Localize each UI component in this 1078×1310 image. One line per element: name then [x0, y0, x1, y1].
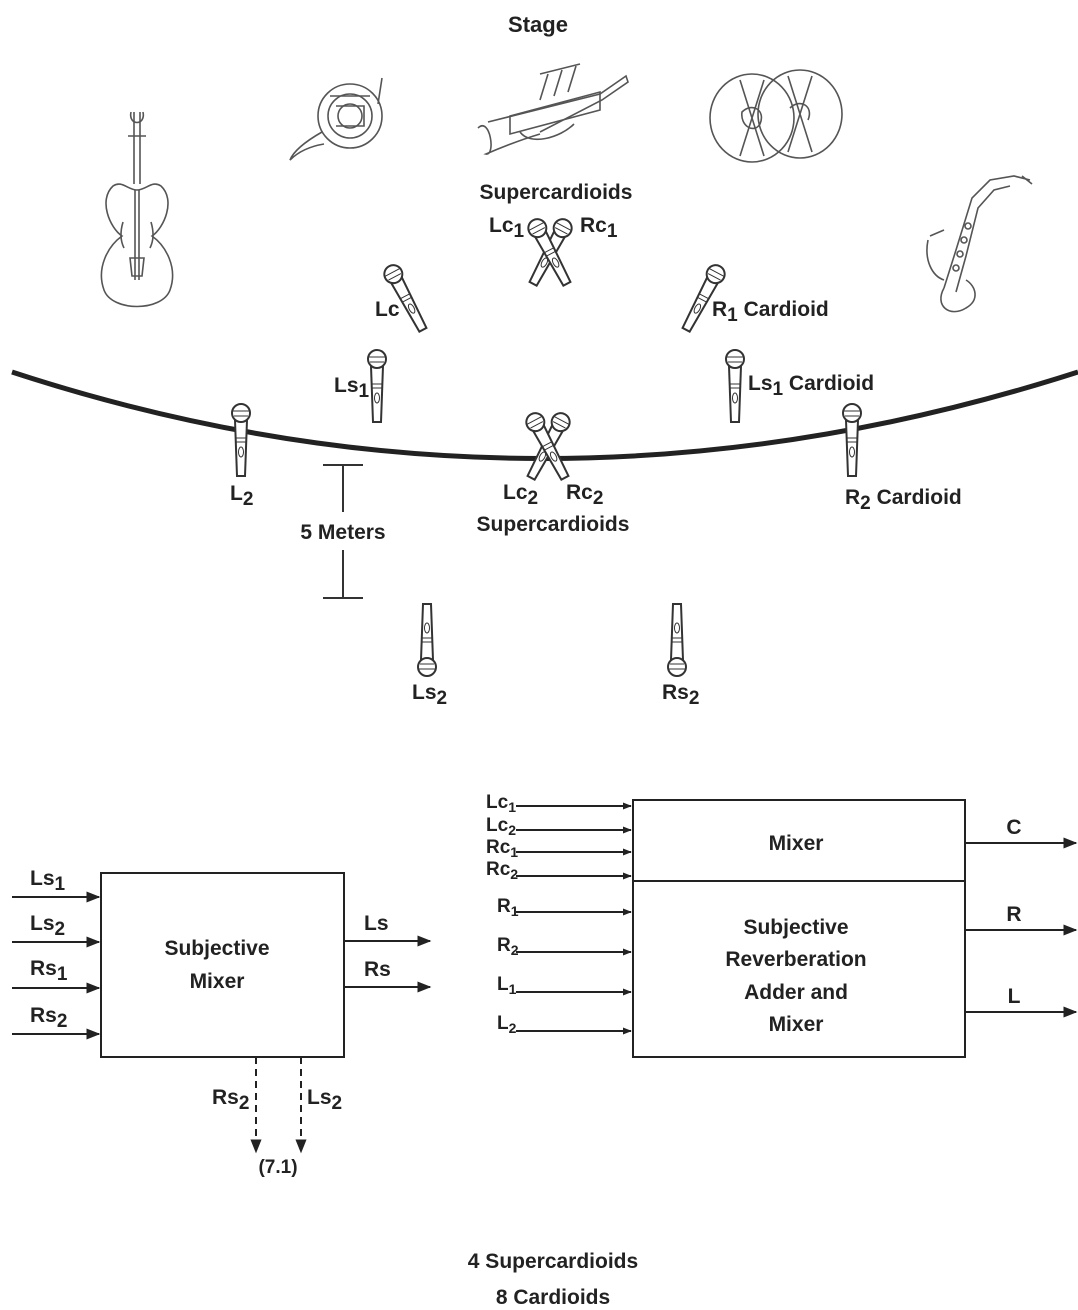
- microphone-ls2: [417, 603, 437, 677]
- distance-bracket: [323, 464, 363, 599]
- r1-cardioid-label: R1 Cardioid: [712, 298, 829, 326]
- right-input-label-rc1: Rc1: [486, 837, 518, 860]
- distance-label: 5 Meters: [300, 521, 385, 544]
- footer-line1: 4 Supercardioids: [468, 1250, 638, 1273]
- mixer-title: Mixer: [769, 832, 824, 855]
- right-input-label-r1: R1: [497, 896, 519, 919]
- left-input-label-2: Ls2: [30, 912, 65, 940]
- subjective-mixer-box: [100, 872, 345, 1058]
- microphone-ls1-right: [725, 349, 745, 423]
- mixer-box: [632, 799, 966, 882]
- reverb-title-line1: Subjective: [743, 916, 848, 939]
- left-input-label-1: Ls1: [30, 867, 66, 895]
- left-output-label-ls: Ls: [364, 912, 389, 935]
- trumpet-icon: [477, 63, 629, 155]
- right-input-label-lc1: Lc1: [486, 792, 516, 815]
- saxophone-icon: [926, 175, 1033, 313]
- microphone-rs2: [667, 603, 687, 677]
- stage-label: Stage: [508, 12, 568, 37]
- right-output-label-c: C: [1006, 816, 1021, 839]
- supercardioids-bottom-label: Supercardioids: [477, 513, 630, 536]
- right-output-label-l: L: [1008, 985, 1021, 1008]
- right-output-label-r: R: [1006, 903, 1021, 926]
- supercardioids-top-label: Supercardioids: [480, 181, 633, 204]
- lc1-label: Lc1: [489, 214, 525, 242]
- microphone-r2: [842, 403, 862, 477]
- right-input-label-l1: L1: [497, 974, 517, 997]
- r2-cardioid-label: R2 Cardioid: [845, 486, 962, 514]
- right-input-label-l2: L2: [497, 1013, 517, 1036]
- left-output-label-rs: Rs: [364, 958, 391, 981]
- dashed-target-label: (7.1): [258, 1157, 297, 1178]
- right-input-label-r2: R2: [497, 935, 519, 958]
- rs2-label: Rs2: [662, 681, 699, 709]
- footer-line2: 8 Cardioids: [496, 1286, 610, 1309]
- french-horn-icon: [289, 77, 383, 161]
- subjective-mixer-title-line2: Mixer: [190, 970, 245, 993]
- lc2-label: Lc2: [503, 481, 538, 509]
- violin-icon: [100, 111, 174, 308]
- lc-label: Lc: [375, 298, 400, 321]
- reverberation-mixer-box: [632, 880, 966, 1058]
- reverb-title-line3: Adder and: [744, 981, 848, 1004]
- left-input-label-4: Rs2: [30, 1004, 67, 1032]
- rc1-label: Rc1: [580, 214, 618, 242]
- subjective-mixer-title-line1: Subjective: [164, 937, 269, 960]
- dashed-label-rs2: Rs2: [212, 1086, 249, 1114]
- left-input-label-3: Rs1: [30, 957, 68, 985]
- ls2-label: Ls2: [412, 681, 447, 709]
- rc2-label: Rc2: [566, 481, 603, 509]
- microphone-ls1-left: [367, 349, 387, 423]
- ls1-cardioid-label: Ls1 Cardioid: [748, 372, 874, 400]
- l2-label: L2: [230, 482, 253, 510]
- dashed-label-ls2: Ls2: [307, 1086, 342, 1114]
- ls1-left-label: Ls1: [334, 374, 370, 402]
- right-input-label-rc2: Rc2: [486, 859, 518, 882]
- right-input-label-lc2: Lc2: [486, 815, 516, 838]
- reverb-title-line4: Mixer: [769, 1013, 824, 1036]
- reverb-title-line2: Reverberation: [725, 948, 866, 971]
- cymbals-icon: [709, 69, 843, 163]
- microphone-l2: [231, 403, 251, 477]
